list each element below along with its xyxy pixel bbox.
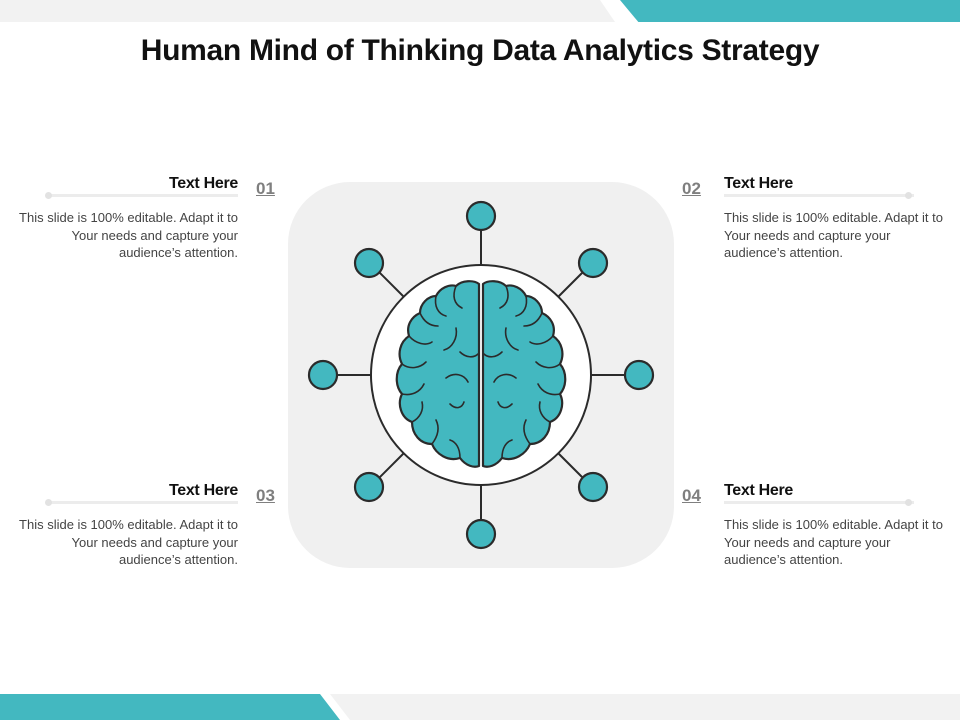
text-block-01: Text Here This slide is 100% editable. A…: [13, 175, 238, 260]
text-block-02: Text Here This slide is 100% editable. A…: [724, 175, 949, 260]
node-circle: [577, 247, 609, 279]
top-accent-bar: [0, 0, 960, 22]
connector-line: [379, 272, 405, 298]
heading-rule: [48, 194, 238, 197]
heading-rule-dot: [45, 499, 52, 506]
text-block-04: Text Here This slide is 100% editable. A…: [724, 482, 949, 567]
text-block-body: This slide is 100% editable. Adapt it to…: [19, 210, 238, 260]
text-block-heading: Text Here: [168, 175, 238, 192]
step-number-04: 04: [682, 486, 701, 505]
connector-line: [557, 452, 583, 478]
heading-rule-dot: [905, 192, 912, 199]
node-circle: [623, 359, 655, 391]
bottom-teal-band: [0, 694, 340, 720]
text-block-heading: Text Here: [724, 482, 794, 499]
node-circles: [307, 200, 655, 550]
connector-line: [379, 452, 405, 478]
node-circle: [353, 247, 385, 279]
text-block-heading: Text Here: [168, 482, 238, 499]
heading-rule: [724, 194, 914, 197]
bottom-accent-bar: [0, 694, 960, 720]
node-circle: [307, 359, 339, 391]
heading-rule-dot: [905, 499, 912, 506]
node-circle: [577, 471, 609, 503]
text-block-body: This slide is 100% editable. Adapt it to…: [724, 210, 943, 260]
node-circle: [465, 200, 497, 232]
heading-rule-dot: [45, 192, 52, 199]
step-number-02: 02: [682, 179, 701, 198]
text-block-body: This slide is 100% editable. Adapt it to…: [19, 517, 238, 567]
node-circle: [465, 518, 497, 550]
brain-folds: [401, 285, 561, 459]
slide-title: Human Mind of Thinking Data Analytics St…: [140, 34, 820, 67]
brain-icon: [395, 280, 567, 468]
heading-rule: [48, 501, 238, 504]
step-number-03: 03: [256, 486, 275, 505]
step-number-01: 01: [256, 179, 275, 198]
connector-line: [557, 272, 583, 298]
text-block-heading: Text Here: [724, 175, 794, 192]
node-circle: [353, 471, 385, 503]
top-gray-band: [0, 0, 615, 22]
connector-lines: [338, 230, 624, 520]
bottom-gray-band: [330, 694, 960, 720]
top-teal-band: [620, 0, 960, 22]
heading-rule: [724, 501, 914, 504]
text-block-body: This slide is 100% editable. Adapt it to…: [724, 517, 943, 567]
text-block-03: Text Here This slide is 100% editable. A…: [13, 482, 238, 567]
